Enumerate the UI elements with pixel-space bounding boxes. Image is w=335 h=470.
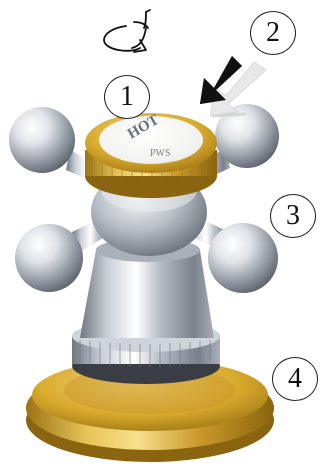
handle-ball-back-left: [9, 107, 75, 173]
rotate-arrow-icon: [104, 10, 150, 52]
callout-3: 3: [270, 194, 316, 238]
handle-ball-front-right: [208, 223, 278, 293]
callout-1: 1: [104, 75, 150, 119]
callout-2: 2: [250, 11, 296, 55]
gold-cap: HOT PWS: [85, 112, 217, 198]
cap-label-secondary: PWS: [150, 148, 171, 159]
handle-ball-front-left: [15, 224, 83, 292]
callout-4: 4: [272, 357, 318, 401]
